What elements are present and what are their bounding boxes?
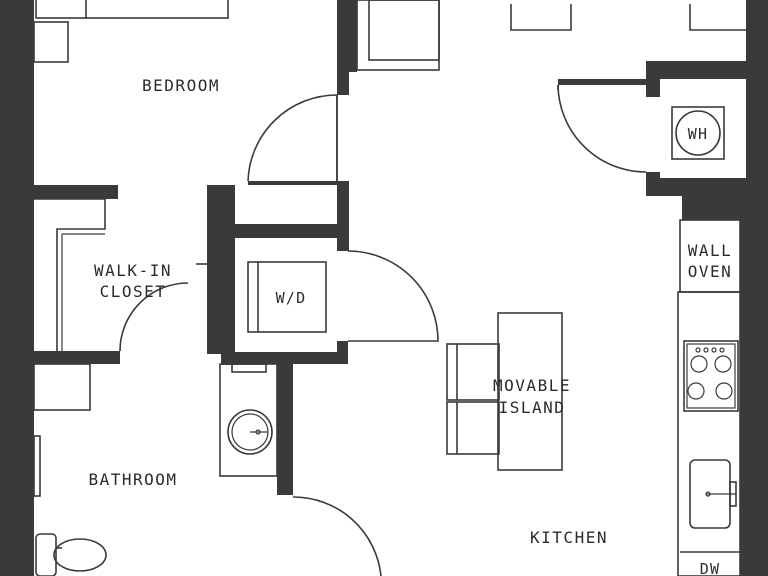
washer-dryer-label: W/D <box>276 289 307 307</box>
bedroom-bottom-wall-right <box>248 181 347 185</box>
right-exterior-wall-upper <box>746 0 768 220</box>
wall-oven-label-line1: WALL <box>688 241 733 260</box>
room-labels: BEDROOM WALK-IN CLOSET BATHROOM KITCHEN <box>88 76 608 547</box>
laundry-right-upper-wall <box>337 181 349 251</box>
closet-right-wall <box>221 185 235 365</box>
wh-top-wall <box>646 61 746 79</box>
living-upper-wall <box>349 0 357 72</box>
wall-oven-label-line2: OVEN <box>688 262 733 281</box>
bedroom-bottom-wall-left <box>34 185 118 199</box>
bedroom-furniture <box>33 0 229 63</box>
left-exterior-wall <box>0 0 34 576</box>
nightstand <box>33 21 69 63</box>
closet-door <box>119 282 189 352</box>
dishwasher-label: DW <box>700 560 720 576</box>
bed <box>35 0 229 19</box>
toilet <box>35 533 107 576</box>
laundry-top-wall <box>221 224 348 238</box>
island-label-line2: ISLAND <box>499 398 566 417</box>
bathroom-label: BATHROOM <box>88 470 177 489</box>
water-heater <box>671 106 725 160</box>
wh-top-wall-left <box>558 79 646 85</box>
bathroom-fixtures <box>33 363 278 576</box>
kitchen-label: KITCHEN <box>530 528 608 547</box>
doors <box>119 84 647 576</box>
wh-door <box>557 84 647 173</box>
armchair <box>356 0 440 71</box>
laundry-door <box>347 250 439 342</box>
walkin-closet-label-line1: WALK-IN <box>94 261 172 280</box>
kitchen-counter <box>677 219 741 576</box>
wh-label: WH <box>688 125 708 143</box>
bedroom-divider-wall <box>337 0 349 95</box>
washer-dryer <box>247 261 327 333</box>
wh-bottom-wall <box>646 178 746 196</box>
right-exterior-wall <box>740 196 768 576</box>
bedroom-door <box>247 94 338 182</box>
dining-chairs <box>510 4 746 31</box>
walkin-closet-label-line2: CLOSET <box>100 282 167 301</box>
island-label-line1: MOVABLE <box>493 376 571 395</box>
laundry-right-lower-wall <box>337 341 348 364</box>
movable-island <box>446 312 563 471</box>
cooktop <box>683 340 739 412</box>
fixture-labels: WH W/D WALL OVEN MOVABLE ISLAND DW <box>276 125 733 576</box>
bathroom-right-wall <box>277 364 293 495</box>
bathroom-door <box>292 496 382 576</box>
closet-bottom-wall <box>34 351 120 364</box>
wh-left-wall <box>646 79 660 97</box>
laundry-bottom-wall <box>235 352 348 364</box>
bedroom-label: BEDROOM <box>142 76 220 95</box>
closet-right-wall-inner <box>207 199 221 354</box>
closet-shelving <box>34 198 207 351</box>
